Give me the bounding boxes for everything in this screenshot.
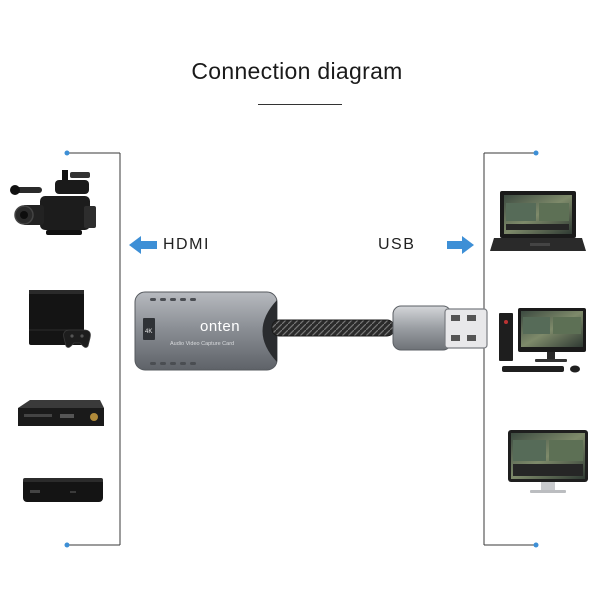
game-console-icon [29,290,91,348]
vent-slots [150,298,196,365]
badge-plate [143,318,155,340]
dvd-player-icon [18,400,104,426]
hdmi-arrow-icon [129,236,157,254]
title-underline [258,104,342,105]
hdmi-label: HDMI [163,236,210,253]
monitor-icon [508,430,588,493]
brand-label: onten [200,318,240,335]
right-bracket [483,150,539,548]
cable-strain-relief [262,300,277,362]
set-top-box-icon [23,478,103,502]
page-title: Connection diagram [191,58,403,84]
camcorder-icon [10,170,96,235]
usb-arrow-icon [447,236,474,254]
left-bracket [64,150,121,548]
usb-plug [392,305,488,351]
braided-cable [271,319,395,337]
device-subtitle: Audio Video Capture Card [170,341,234,347]
device-badge: 4K [145,329,152,335]
desktop-pc-icon [499,308,586,373]
usb-label: USB [378,236,416,253]
capture-card: onten Audio Video Capture Card 4K [134,291,278,371]
laptop-icon [490,191,586,251]
